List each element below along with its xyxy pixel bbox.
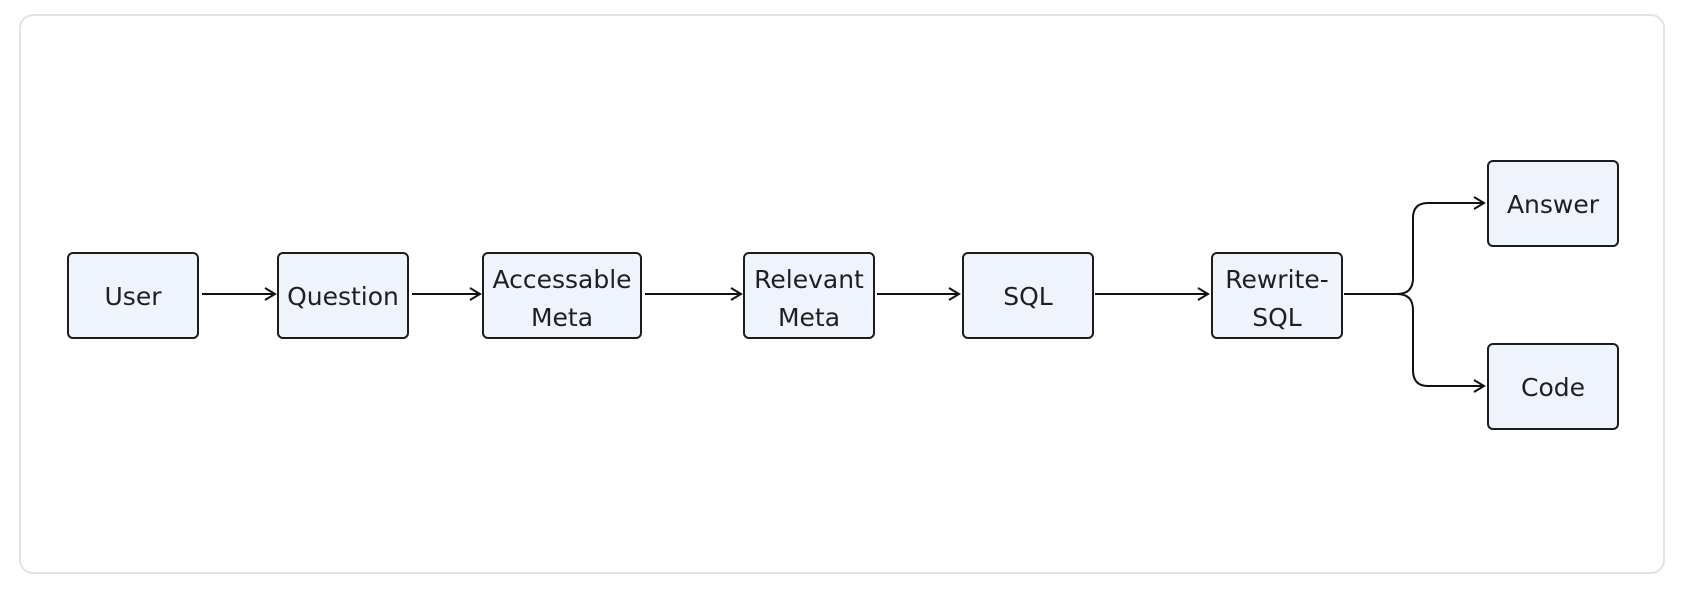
node-code-label: Code <box>1521 373 1585 402</box>
edge-rewrite-sql-to-code <box>1396 293 1486 393</box>
node-relevant-meta: Relevant Meta <box>743 252 875 339</box>
node-relevant-meta-label-line-1: Relevant <box>754 265 864 294</box>
node-answer-label: Answer <box>1507 190 1600 219</box>
node-user-label: User <box>105 282 163 311</box>
node-code: Code <box>1487 343 1619 430</box>
node-relevant-meta-label-line-2: Meta <box>778 303 840 332</box>
node-answer: Answer <box>1487 160 1619 247</box>
node-question-label: Question <box>287 282 399 311</box>
node-rewrite-sql-label-line-2: SQL <box>1252 303 1302 332</box>
node-question: Question <box>277 252 409 339</box>
node-accessable-meta-label-line-2: Meta <box>531 303 593 332</box>
node-rewrite-sql-label-line-1: Rewrite- <box>1225 265 1329 294</box>
node-rewrite-sql: Rewrite- SQL <box>1211 252 1343 339</box>
node-sql: SQL <box>962 252 1094 339</box>
edge-rewrite-sql-to-answer <box>1344 196 1486 295</box>
node-user: User <box>67 252 199 339</box>
node-accessable-meta-label-line-1: Accessable <box>492 265 631 294</box>
node-sql-label: SQL <box>1003 282 1053 311</box>
node-accessable-meta: Accessable Meta <box>482 252 642 339</box>
